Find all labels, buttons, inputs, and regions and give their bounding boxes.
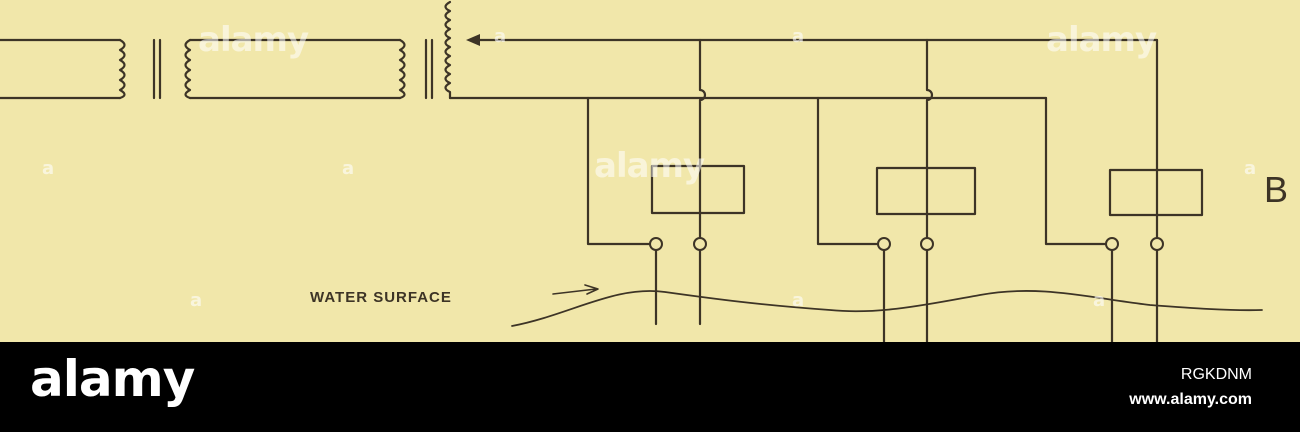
terminal-2b bbox=[920, 237, 934, 251]
feeder-right-1 bbox=[698, 38, 707, 240]
watermark-mark: a bbox=[792, 290, 805, 311]
instrument-box-2 bbox=[875, 166, 977, 216]
watermark-logo: alamy bbox=[198, 20, 309, 60]
watermark-logo: alamy bbox=[594, 146, 705, 186]
terminal-1a bbox=[649, 237, 663, 251]
label-pointer bbox=[552, 284, 599, 295]
water-surface-label: WATER SURFACE bbox=[310, 289, 452, 306]
footer-bar bbox=[0, 342, 1300, 432]
water-surface-line bbox=[511, 290, 1263, 327]
watermark-mark: a bbox=[342, 158, 355, 179]
watermark-logo: alamy bbox=[1046, 20, 1157, 60]
feeder-left-2 bbox=[816, 96, 880, 246]
terminal-3a bbox=[1105, 237, 1119, 251]
watermark-mark: a bbox=[494, 26, 507, 47]
watermark-mark: a bbox=[1244, 158, 1257, 179]
footer-url: www.alamy.com bbox=[1129, 391, 1252, 408]
tap-arrow-icon bbox=[466, 34, 480, 46]
coil-middle-right bbox=[398, 38, 406, 100]
coil-left bbox=[118, 38, 126, 100]
terminal-3b bbox=[1150, 237, 1164, 251]
transformer-box-middle bbox=[188, 38, 402, 100]
watermark-mark: a bbox=[42, 158, 55, 179]
watermark-mark: a bbox=[1093, 290, 1106, 311]
coil-middle-left bbox=[184, 38, 192, 100]
feeder-left-1 bbox=[586, 96, 652, 246]
watermark-mark: a bbox=[190, 290, 203, 311]
watermark-mark: a bbox=[792, 26, 805, 47]
coil-right bbox=[444, 0, 452, 100]
terminal-1b bbox=[693, 237, 707, 251]
panel-letter: B bbox=[1264, 169, 1288, 210]
terminal-2a bbox=[877, 237, 891, 251]
feeder-left-3 bbox=[1044, 96, 1108, 246]
instrument-box-3 bbox=[1108, 168, 1204, 217]
footer-logo: alamy bbox=[30, 350, 195, 408]
diagram-area: WATER SURFACE B alamy alamy alamy a a a … bbox=[0, 0, 1300, 342]
image-code: RGKDNM bbox=[1180, 366, 1252, 383]
transformer-box-left bbox=[0, 38, 122, 100]
circuit-diagram: WATER SURFACE B bbox=[0, 0, 1288, 342]
instrument-box-1 bbox=[650, 164, 746, 215]
feeder-right-2 bbox=[925, 38, 934, 240]
